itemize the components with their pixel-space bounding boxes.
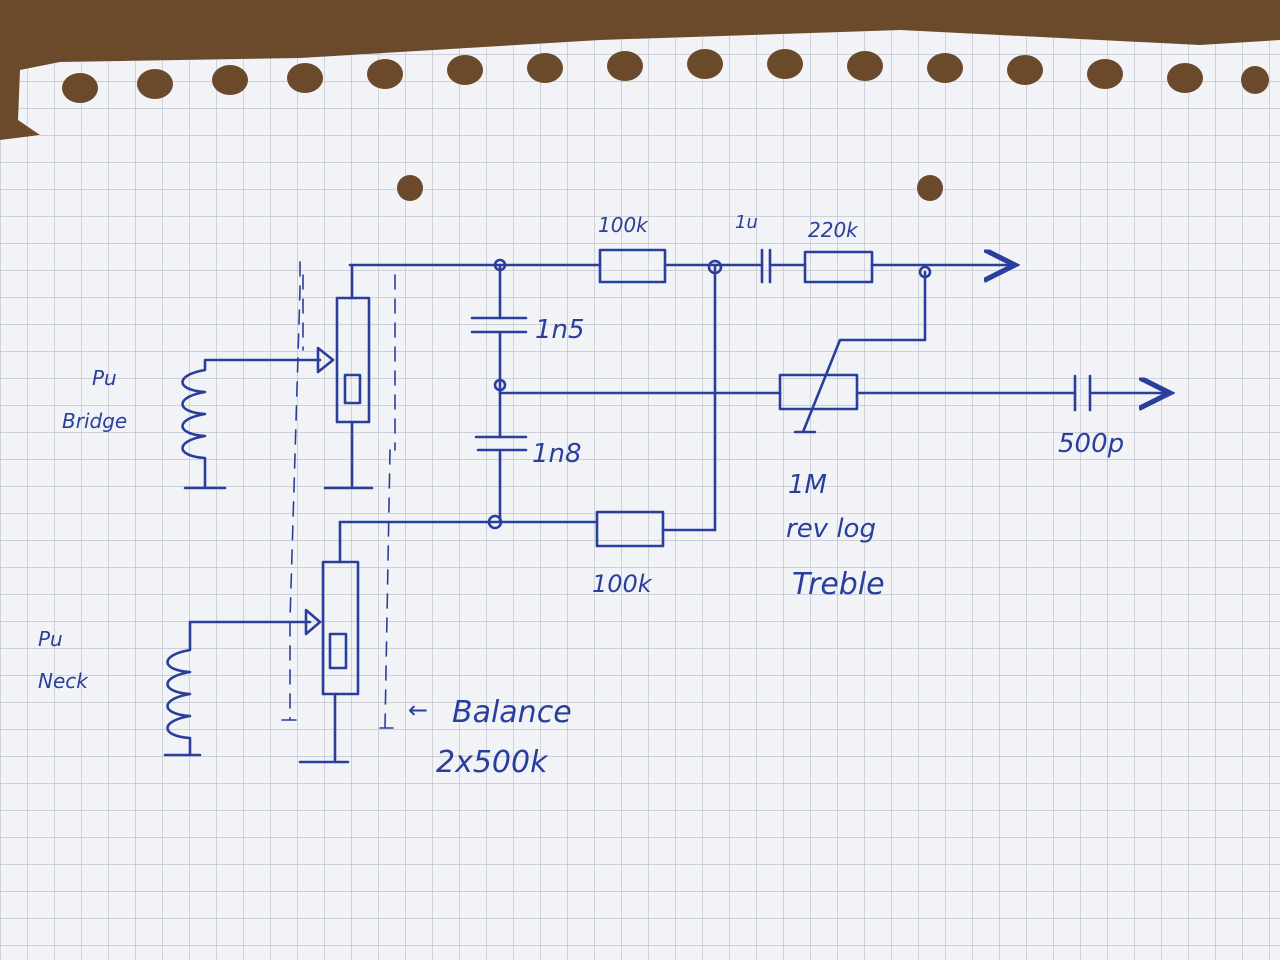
wire-neck-pot-ground (298, 692, 350, 764)
label-cap-1n8: 1n8 (532, 439, 582, 469)
label-pu-bridge-1: Pu (92, 366, 117, 390)
pickup-bridge-arrow (316, 346, 335, 374)
label-res-220k: 220k (808, 218, 859, 242)
label-cap-500p: 500p (1058, 429, 1124, 459)
torn-holes (62, 49, 1269, 201)
schematic-wiring (163, 248, 1170, 764)
label-cap-1n5: 1n5 (535, 315, 585, 345)
capacitor-1n5 (470, 316, 528, 334)
pickup-bridge-coil (181, 358, 322, 490)
label-cap-1u: 1u (735, 212, 758, 233)
wire-bottom-bus (338, 520, 717, 532)
label-pu-neck-2: Neck (38, 669, 89, 693)
pickup-neck-arrow (304, 608, 322, 636)
label-balance-value: 2x500k (436, 745, 549, 780)
label-balance-arrow: ← (408, 696, 428, 724)
resistor-100k-top (598, 248, 667, 284)
dual-pot-linkage (281, 261, 396, 729)
paper (0, 30, 1280, 960)
label-pot-taper: rev log (786, 514, 876, 544)
resistor-220k (803, 250, 874, 284)
label-balance: Balance (452, 695, 572, 730)
resistor-100k-bottom (595, 510, 665, 548)
label-pu-bridge-2: Bridge (62, 409, 127, 433)
label-pot-1m: 1M (788, 470, 827, 500)
label-pu-neck-1: Pu (38, 627, 63, 651)
schematic-labels: Pu Bridge Pu Neck 1n5 1n8 100k 1u 220k 1… (38, 212, 1124, 780)
label-res-100k-top: 100k (598, 213, 649, 237)
capacitor-1u (760, 248, 772, 284)
capacitor-1n8 (474, 435, 528, 452)
pot-treble-wiper (793, 270, 927, 434)
pot-balance-lower-inner (328, 632, 348, 670)
wire-bridge-pot-ground (323, 420, 374, 490)
label-res-100k-bottom: 100k (592, 570, 653, 598)
label-pot-treble: Treble (792, 567, 885, 602)
pot-balance-upper-inner (343, 373, 362, 405)
pot-balance-lower (321, 560, 360, 696)
